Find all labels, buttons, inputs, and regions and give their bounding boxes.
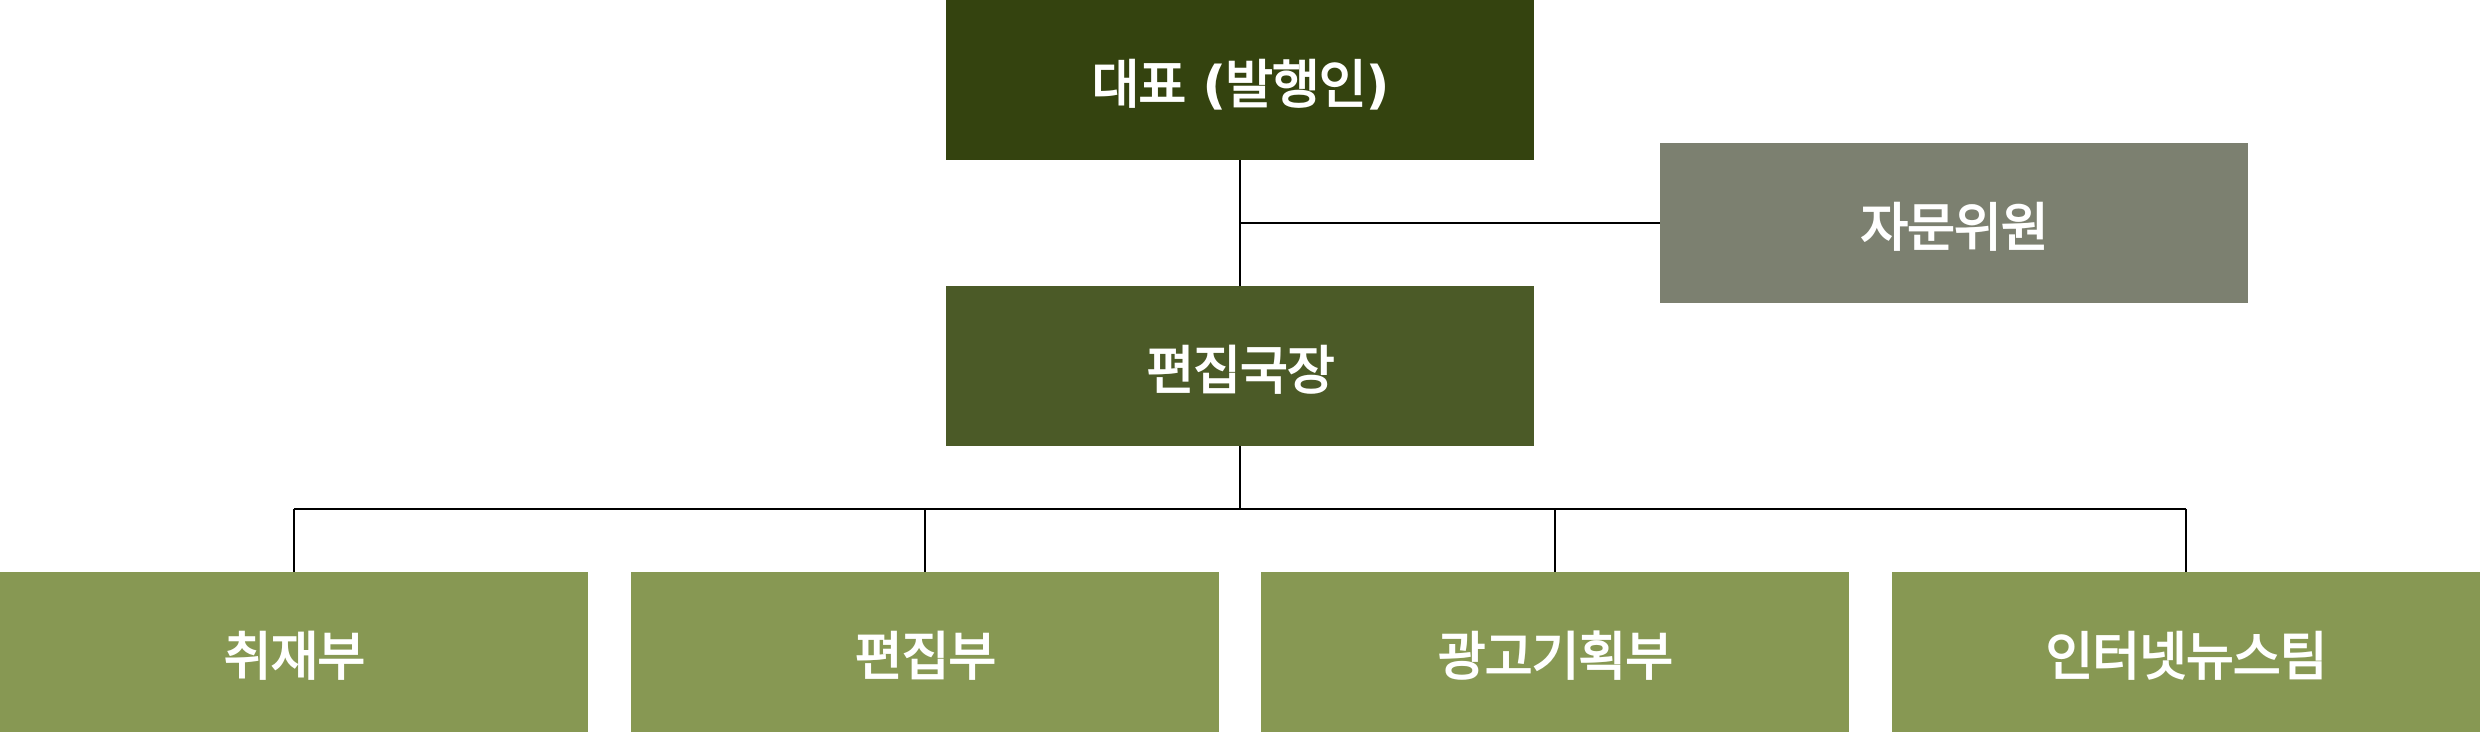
ceo-box: 대표 (발행인) xyxy=(946,0,1534,160)
department-label: 취재부 xyxy=(223,627,366,688)
department-label: 편집부 xyxy=(854,627,997,688)
advisor-box: 자문위원 xyxy=(1660,143,2248,303)
ceo-label: 대표 (발행인) xyxy=(1091,55,1390,116)
department-label: 광고기획부 xyxy=(1437,627,1673,688)
advisor-label: 자문위원 xyxy=(1860,198,2048,259)
department-box-internet-news: 인터넷뉴스팀 xyxy=(1892,572,2480,732)
department-box-reporting: 취재부 xyxy=(0,572,588,732)
department-box-editing: 편집부 xyxy=(631,572,1219,732)
department-label: 인터넷뉴스팀 xyxy=(2045,627,2327,688)
department-box-advertising: 광고기획부 xyxy=(1261,572,1849,732)
editor-in-chief-box: 편집국장 xyxy=(946,286,1534,446)
editor-in-chief-label: 편집국장 xyxy=(1146,341,1334,402)
